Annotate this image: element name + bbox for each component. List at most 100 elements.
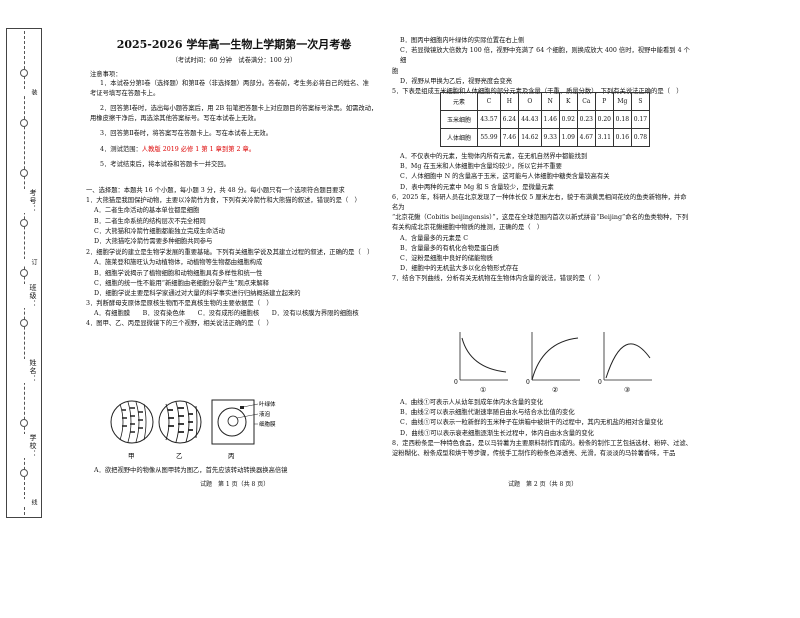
section1: 一、选择题：本题共 16 个小题，每小题 3 分，共 48 分。每小题只有一个选… [86, 186, 386, 330]
right-column-mid: A．不仅表中的元素，生物体内所有元素，在无机自然界中都能找到 B．Mg 在玉米和… [392, 152, 692, 284]
option: A．曲线①可表示人从幼年到成年体内水含量的变化 [400, 399, 544, 406]
binding-hole [20, 419, 28, 427]
table-row: 玉米细胞 43.57 6.24 44.43 1.46 0.92 0.23 0.2… [440, 110, 651, 129]
fig-label-yi: 乙 [176, 452, 183, 460]
figure-curves: 0 ① 0 ② 0 ③ [454, 332, 652, 394]
option: C．淀粉是细胞中良好的储能物质 [400, 254, 493, 262]
binding-hole [20, 469, 28, 477]
axis-origin: 0 [598, 379, 602, 386]
table-cell: 玉米细胞 [440, 110, 478, 129]
table-cell: Ca [576, 92, 596, 111]
footer-page-1: 试题 第 1 页（共 8 页） [200, 481, 270, 488]
question-8: 8．定西粉条是一种特色食品，是以马铃薯为主要原料制作而成的。粉条的制作工艺包括选… [392, 439, 692, 447]
table-cell: O [517, 92, 542, 111]
axis-origin: 0 [526, 379, 530, 386]
legend-chloroplast: 叶绿体 [259, 400, 276, 408]
table-row: 人体细胞 55.99 7.46 14.62 9.33 1.09 4.67 3.1… [440, 128, 651, 147]
binding-hole [20, 119, 28, 127]
table-cell: Mg [612, 92, 632, 111]
curve-label: ① [480, 386, 486, 394]
note-line: 1．本试卷分第Ⅰ卷（选择题）和第Ⅱ卷（非选择题）两部分。答卷前，考生务必将自己的… [100, 80, 369, 88]
legend-membrane: 细胞膜 [259, 420, 276, 428]
option: D．大熊猫吃冷箭竹需要多种细胞共同参与 [94, 237, 213, 245]
table-cell: 0.17 [630, 110, 651, 129]
question-4: 4．图甲、乙、丙是显微镜下的三个视野，相关说法正确的是（ ） [86, 320, 273, 328]
table-cell: K [558, 92, 578, 111]
option: C．大熊猫和冷箭竹细胞都能独立完成生命活动 [94, 227, 225, 235]
table-cell: 0.23 [576, 110, 596, 129]
question-5: 5．下表是组成玉米细胞和人体细胞的部分元素及含量（干重，质量分数），下列有关说法… [392, 87, 683, 95]
seal-char: 订 [10, 259, 38, 266]
table-cell: 3.11 [594, 128, 614, 147]
table-cell: 6.24 [499, 110, 519, 129]
table-cell: 43.57 [477, 110, 501, 129]
option-4a: A．欲把视野中的物像从图甲转为图乙，首先应该转动转换器换高倍镜 [94, 467, 288, 474]
right-column-bottom: A．曲线①可表示人从幼年到成年体内水含量的变化 B．曲线②可以表示细胞代谢速率随… [392, 398, 692, 459]
table-cell: 0.78 [630, 128, 651, 147]
test-scope: 人教版 2019 必修 1 第 1 章到第 2 章。 [141, 145, 256, 153]
binding-strip: 考号： 班级： 姓名： 学校： 装 订 线 [6, 28, 42, 518]
notes-heading: 注意事项： [90, 71, 122, 78]
option: B．图丙中细胞内叶绿体的实际位置在右上侧 [400, 37, 525, 44]
option-cont: 胞 [392, 67, 399, 75]
note-line: 2．回答第Ⅰ卷时，选出每小题答案后，用 2B 铅笔把答题卡上对应题目的答案标号涂… [100, 105, 378, 113]
option: D．表中两种的元素中 Mg 和 S 含量较少，是微量元素 [400, 183, 554, 191]
note4-prefix: 4．测试范围： [100, 145, 142, 153]
table-cell: 7.46 [499, 128, 519, 147]
option: B．曲线②可以表示细胞代谢速率随自由水与结合水比值的变化 [400, 409, 575, 417]
table-cell: 4.67 [576, 128, 596, 147]
option: D．细胞中的无机盐大多以化合物形式存在 [400, 265, 519, 273]
note-line-scope: 4．测试范围：人教版 2019 必修 1 第 1 章到第 2 章。 [100, 145, 382, 154]
option: D．曲线①可以表示衰老细胞逐渐生长过程中，体内自由水含量的变化 [400, 429, 594, 437]
option: A．含量最多的元素是 C [400, 234, 469, 242]
binding-hole [20, 219, 28, 227]
option: D．细胞学说主要是科学家通过对大量的科学事实进行归纳概括建立起来的 [94, 289, 301, 297]
option: C．曲线①可以表示一粒新鲜的玉米种子在烘箱中被烘干的过程中，其内无机盐的相对含量… [400, 419, 663, 427]
option: A．二者生命活动的基本单位都是细胞 [94, 207, 200, 215]
binding-hole [20, 169, 28, 177]
option: D．视野从甲换为乙后，视野亮度会变亮 [400, 77, 513, 85]
table-header-row: 元素 C H O N K Ca P Mg S [440, 92, 651, 111]
element-table: 元素 C H O N K Ca P Mg S 玉米细胞 43.57 6.24 4… [440, 92, 651, 147]
fig-label-bing: 丙 [228, 452, 235, 460]
binding-field-banji: 班级： [10, 284, 38, 308]
exam-title: 2025-2026 学年高一生物上学期第一次月考卷 [116, 38, 352, 51]
table-cell: 44.43 [517, 110, 542, 129]
seal-char: 装 [10, 89, 38, 96]
option: C．人体细胞中 N 的含量高于玉米，这可能与人体细胞中糖类含量较高有关 [400, 173, 610, 181]
fig-label-jia: 甲 [128, 452, 135, 460]
curve-2: 0 ② [526, 332, 580, 394]
binding-field-kaohao: 考号： [10, 189, 38, 213]
view-yi [158, 400, 202, 444]
right-column-top: B．图丙中细胞内叶绿体的实际位置在右上侧 C．若显微镜放大倍数为 100 倍，视… [392, 36, 692, 97]
option: B．细胞学说揭示了植物细胞和动物细胞具有多样性和统一性 [94, 269, 263, 277]
axis-origin: 0 [454, 379, 458, 386]
question-6-cont: 有关构成北京花鳅细胞中物质的推测，正确的是（ ） [392, 224, 544, 232]
view-jia [110, 400, 154, 444]
footer-page-2: 试题 第 2 页（共 8 页） [508, 481, 578, 488]
table-cell: 人体细胞 [440, 128, 478, 147]
table-cell: N [540, 92, 560, 111]
seal-char: 线 [10, 499, 38, 506]
note-line: 5．考试结束后，将本试卷和答题卡一并交回。 [100, 161, 230, 169]
legend-vacuole: 液泡 [259, 410, 271, 418]
curve-1: 0 ① [454, 332, 508, 394]
view-bing [211, 399, 259, 445]
option: A．不仅表中的元素，生物体内所有元素，在无机自然界中都能找到 [400, 153, 588, 160]
table-cell: 0.92 [558, 110, 578, 129]
table-cell: P [594, 92, 614, 111]
table-cell: 1.46 [540, 110, 560, 129]
option: A．施莱登和施旺认为动植物体，动植物等生物都由细胞构成 [94, 259, 263, 267]
table-cell: 9.33 [540, 128, 560, 147]
binding-hole [20, 269, 28, 277]
table-cell: 0.20 [594, 110, 614, 129]
table-cell: 55.99 [477, 128, 501, 147]
table-cell: H [499, 92, 519, 111]
curve-label: ② [552, 386, 558, 394]
table-cell: 0.16 [612, 128, 632, 147]
binding-field-xingming: 姓名： [10, 359, 38, 383]
section-heading: 一、选择题：本题共 16 个小题，每小题 3 分，共 48 分。每小题只有一个选… [86, 187, 345, 194]
exam-subtitle: （考试时间：60 分钟 试卷满分：100 分） [171, 57, 297, 64]
figure-microscope-views: 甲 乙 丙 叶绿体 液泡 细胞膜 [110, 399, 276, 460]
